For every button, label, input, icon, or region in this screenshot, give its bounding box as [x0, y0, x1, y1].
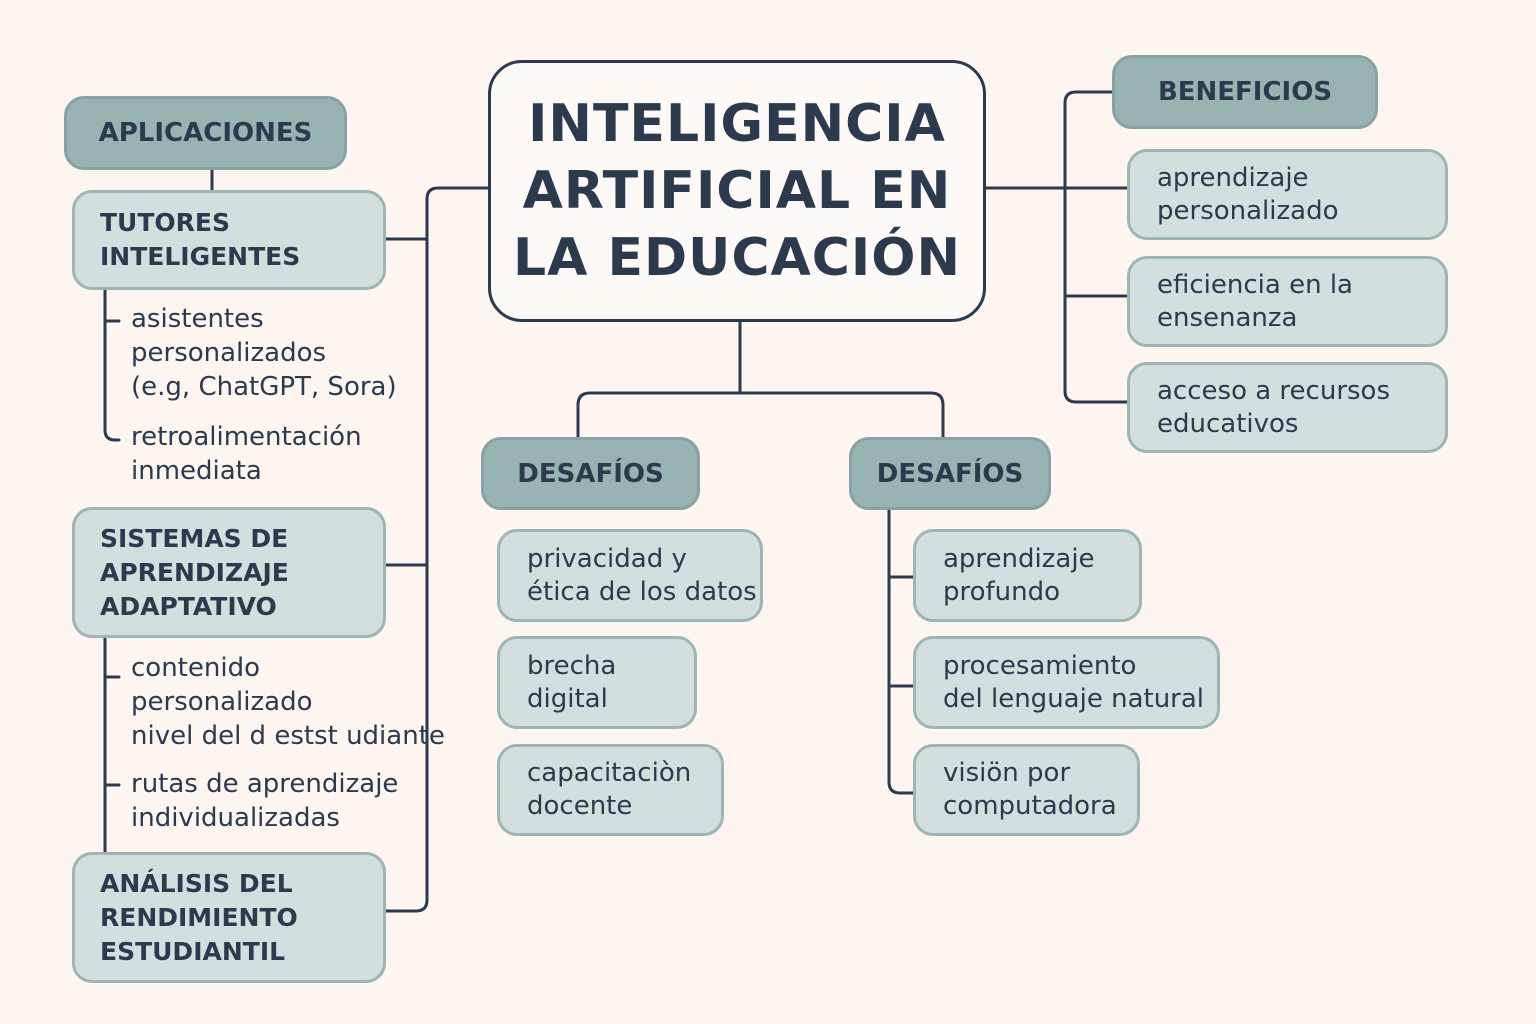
desafios-right-header-label: DESAFÍOS: [876, 458, 1024, 489]
desafio-label: aprendizaje profundo: [943, 543, 1095, 607]
beneficio-label: acceso a recursos educativos: [1157, 375, 1391, 439]
sistemas-item-contenido: contenido personalizado nivel del d ests…: [131, 653, 445, 751]
central-topic-box: INTELIGENCIA ARTIFICIAL EN LA EDUCACIÓN: [488, 60, 986, 322]
desafio-label: visiön por computadora: [943, 758, 1117, 821]
beneficios-header-label: BENEFICIOS: [1157, 77, 1333, 107]
sistemas-aprendizaje-box: SISTEMAS DE APRENDIZAJE ADAPTATIVO: [72, 507, 386, 638]
desafio-box: capacitaciòn docente: [497, 744, 724, 836]
aplicaciones-header: APLICACIONES: [64, 96, 347, 170]
tutores-item-retroalimentacion: retroalimentación inmediata: [131, 422, 362, 486]
beneficio-box: eficiencia en la ensenanza: [1127, 256, 1448, 347]
analisis-rendimiento-box: ANÁLISIS DEL RENDIMIENTO ESTUDIANTIL: [72, 852, 386, 983]
tutores-inteligentes-box: TUTORES INTELIGENTES: [72, 190, 386, 290]
desafio-label: procesamiento del lenguaje natural: [943, 650, 1205, 714]
beneficios-header: BENEFICIOS: [1112, 55, 1378, 129]
desafio-box: aprendizaje profundo: [913, 529, 1142, 622]
sistemas-item-rutas: rutas de aprendizaje individualizadas: [131, 769, 399, 833]
desafios-left-header: DESAFÍOS: [481, 437, 700, 510]
central-topic-title: INTELIGENCIA ARTIFICIAL EN LA EDUCACIÓN: [512, 93, 962, 288]
aplicaciones-header-label: APLICACIONES: [98, 118, 313, 148]
sistemas-aprendizaje-label: SISTEMAS DE APRENDIZAJE ADAPTATIVO: [100, 523, 289, 621]
beneficio-label: eficiencia en la ensenanza: [1157, 269, 1353, 333]
beneficio-box: acceso a recursos educativos: [1127, 362, 1448, 453]
analisis-rendimiento-label: ANÁLISIS DEL RENDIMIENTO ESTUDIANTIL: [100, 868, 298, 966]
desafio-box: privacidad y ética de los datos: [497, 529, 763, 622]
tutores-item-asistentes: asistentes personalizados (e.g, ChatGPT,…: [131, 304, 397, 402]
desafio-label: capacitaciòn docente: [527, 758, 692, 821]
desafios-right-header: DESAFÍOS: [849, 437, 1051, 510]
desafios-left-header-label: DESAFÍOS: [517, 458, 664, 489]
desafio-box: brecha digital: [497, 636, 697, 729]
beneficio-box: aprendizaje personalizado: [1127, 149, 1448, 240]
beneficio-label: aprendizaje personalizado: [1157, 162, 1339, 226]
desafio-label: brecha digital: [527, 650, 617, 714]
desafio-label: privacidad y ética de los datos: [527, 543, 757, 607]
desafio-box: procesamiento del lenguaje natural: [913, 636, 1220, 729]
desafio-box: visiön por computadora: [913, 744, 1140, 836]
tutores-inteligentes-label: TUTORES INTELIGENTES: [100, 208, 301, 271]
